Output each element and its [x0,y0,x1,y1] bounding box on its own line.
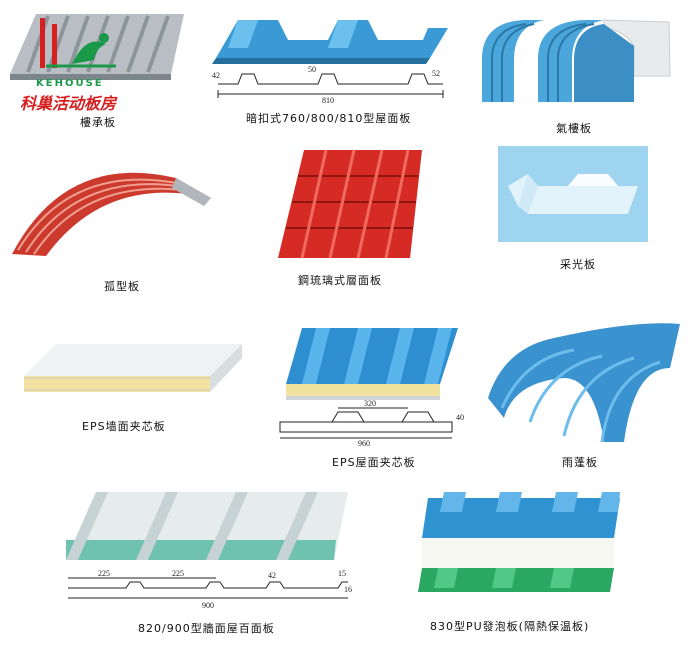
caption-canopy-panel: 雨蓬板 [562,456,598,469]
product-pu-foam-panel [414,488,634,604]
dim-225-a: 225 [98,569,110,578]
caption-arc-panel: 孤型板 [104,280,140,293]
logo-latin: KEHOUSE [36,78,104,89]
dim-52: 52 [432,69,440,78]
caption-skylight-panel: 采光板 [560,258,596,271]
product-arc-panel [6,158,216,258]
dim-810: 810 [322,96,334,105]
dim-900: 900 [202,601,214,610]
dim-960: 960 [358,439,370,448]
caption-eps-wall-panel: EPS墙面夹芯板 [82,420,166,433]
caption-pu-foam-panel: 830型PU發泡板(隔熱保温板) [430,620,590,633]
product-820-900-panel: 225 225 42 15 900 16 [56,490,356,616]
product-steel-tile-panel [276,146,426,264]
logo-chinese: 科巢活动板房 [20,94,117,113]
caption-820-900-panel: 820/900型牆面屋百面板 [138,622,275,635]
dim-225-b: 225 [172,569,184,578]
logo-mark [40,18,116,68]
caption-floor-deck: 樓承板 [80,116,116,129]
product-concealed-roof-panel: 810 42 50 52 [208,10,458,110]
product-floor-deck: KEHOUSE 科巢活动板房 [6,4,186,114]
product-eps-wall-panel [20,336,245,396]
product-ventilator-panel [474,16,674,106]
product-eps-roof-panel: 320 960 40 [272,322,472,450]
product-skylight-panel [498,146,648,242]
product-canopy-panel [484,318,684,444]
dim-50: 50 [308,65,316,74]
dim-42: 42 [212,71,220,80]
dim-40: 40 [456,413,464,422]
dim-320: 320 [364,399,376,408]
caption-concealed-roof-panel: 暗扣式760/800/810型屋面板 [246,112,412,125]
dim-15: 15 [338,569,346,578]
dim-16: 16 [344,585,352,594]
dim-42: 42 [268,571,276,580]
caption-steel-tile-panel: 鋼琉璃式層面板 [298,274,382,287]
caption-ventilator-panel: 氣樓板 [556,122,592,135]
caption-eps-roof-panel: EPS屋面夹芯板 [332,456,416,469]
